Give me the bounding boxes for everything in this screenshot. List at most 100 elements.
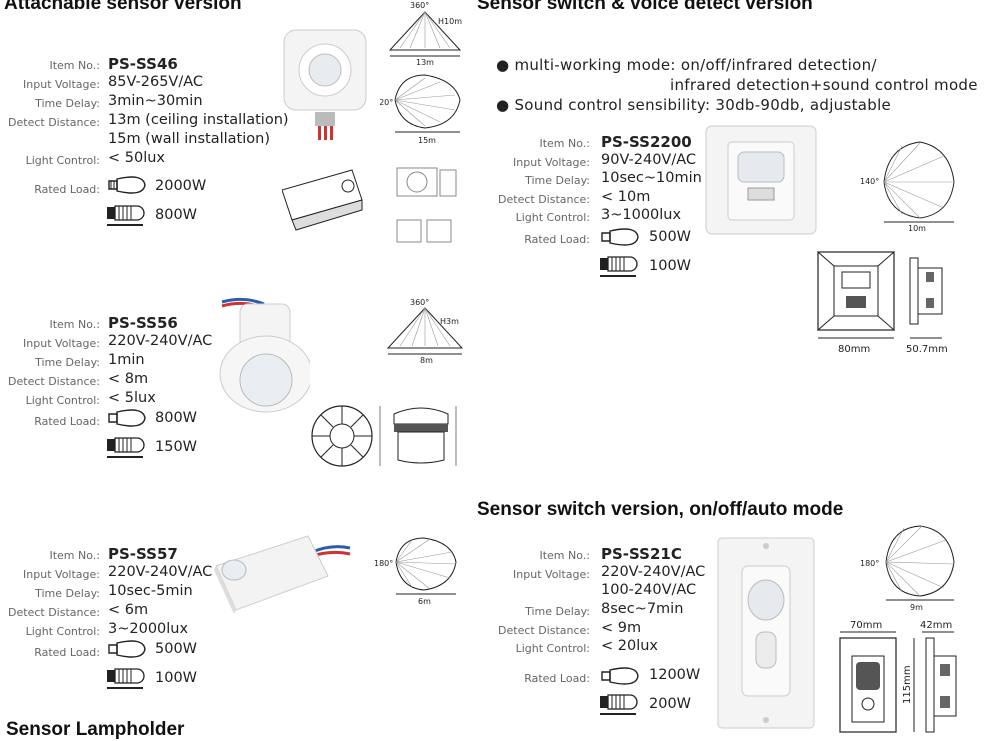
item-number: PS-SS57	[108, 545, 178, 563]
rated-load-cfl: 150W	[155, 439, 198, 455]
label-light: Light Control:	[515, 211, 590, 224]
label-item: Item No.:	[49, 318, 100, 331]
diagram-width: 6m	[418, 597, 431, 606]
rated-load-incandescent: 800W	[155, 410, 198, 426]
time-delay: 1min	[108, 352, 145, 368]
rated-load-cfl: 200W	[649, 696, 692, 712]
rated-load-incandescent: 500W	[155, 641, 198, 657]
light-control: 3~1000lux	[601, 207, 682, 223]
label-voltage: Input Voltage:	[23, 568, 100, 581]
detect-distance: < 6m	[108, 602, 149, 618]
rated-load-incandescent: 500W	[649, 229, 692, 245]
label-distance: Detect Distance:	[8, 116, 100, 129]
rated-load-cfl: 100W	[649, 258, 692, 274]
item-number: PS-SS21C	[601, 545, 682, 563]
time-delay: 10sec~10min	[601, 170, 702, 186]
section-title-attachable: Attachable sensor version	[4, 0, 242, 14]
label-delay: Time Delay:	[525, 174, 590, 187]
bullet-working-mode: ● multi-working mode: on/off/infrared de…	[496, 56, 877, 74]
input-voltage: 220V-240V/AC	[108, 564, 213, 580]
bulb-icon	[108, 409, 146, 427]
label-delay: Time Delay:	[35, 356, 100, 369]
diagram-height: H3m	[440, 317, 459, 326]
cfl-bulb-icon	[600, 694, 638, 715]
label-light: Light Control:	[515, 642, 590, 655]
rated-load-cfl: 800W	[155, 207, 198, 223]
light-control: < 5lux	[108, 390, 156, 406]
label-distance: Detect Distance:	[498, 193, 590, 206]
diagram-width-top: 13m	[416, 58, 434, 67]
coverage-diagram-ss46: 360° H10m 13m 120° 15m	[380, 1, 462, 145]
diagram-angle-top: 360°	[410, 1, 429, 10]
dimension-width: 80mm	[838, 344, 870, 355]
dimension-drawing-ss2200: 80mm 50.7mm	[817, 250, 948, 355]
label-item: Item No.:	[49, 59, 100, 72]
diagram-angle: 140°	[860, 177, 879, 186]
product-image-ss21c	[717, 537, 815, 729]
label-load: Rated Load:	[524, 672, 590, 685]
rated-load-incandescent: 2000W	[155, 178, 207, 194]
label-voltage: Input Voltage:	[513, 156, 590, 169]
diagram-width: 8m	[420, 356, 433, 365]
diagram-width-side: 15m	[418, 136, 436, 145]
dimension-height: 115mm	[902, 665, 913, 704]
time-delay: 8sec~7min	[601, 601, 684, 617]
detect-distance-wall: 15m (wall installation)	[108, 131, 270, 147]
bullet-sound-sensibility: ● Sound control sensibility: 30db-90db, …	[496, 96, 892, 114]
label-delay: Time Delay:	[525, 605, 590, 618]
technical-drawing-ss56	[311, 405, 457, 467]
rated-load-incandescent: 1200W	[649, 667, 701, 683]
input-voltage: 90V-240V/AC	[601, 152, 697, 168]
dimension-drawing-ss21c: 70mm 115mm 42mm	[839, 620, 957, 733]
bullet-working-mode-cont: infrared detection+sound control mode	[670, 76, 978, 94]
coverage-diagram-ss2200: 140° 10m	[860, 141, 955, 233]
label-distance: Detect Distance:	[8, 606, 100, 619]
cfl-bulb-icon	[107, 205, 145, 226]
item-number: PS-SS56	[108, 314, 178, 332]
section-title-lampholder: Sensor Lampholder	[6, 719, 185, 740]
label-voltage: Input Voltage:	[23, 337, 100, 350]
product-image-ss56	[219, 297, 310, 413]
coverage-diagram-ss21c: 180° 9m	[860, 525, 955, 612]
label-item: Item No.:	[539, 549, 590, 562]
cfl-bulb-icon	[107, 437, 145, 458]
diagram-angle-side: 120°	[380, 98, 393, 107]
light-control: < 50lux	[108, 150, 166, 166]
cfl-bulb-icon	[107, 668, 145, 689]
diagram-width: 9m	[910, 603, 923, 612]
bulb-icon	[108, 640, 146, 658]
label-delay: Time Delay:	[35, 97, 100, 110]
detect-distance: < 8m	[108, 371, 149, 387]
coverage-diagram-ss57: 180° 6m	[374, 537, 457, 606]
dimension-depth: 42mm	[920, 620, 952, 631]
light-control: < 20lux	[601, 638, 659, 654]
section-title-voice: Sensor switch & voice detect version	[477, 0, 813, 14]
bulb-icon	[601, 667, 639, 685]
rated-load-cfl: 100W	[155, 670, 198, 686]
detect-distance: < 10m	[601, 189, 651, 205]
label-load: Rated Load:	[34, 183, 100, 196]
label-delay: Time Delay:	[35, 587, 100, 600]
diagram-angle: 180°	[374, 559, 393, 568]
item-number: PS-SS2200	[601, 133, 692, 151]
dimension-depth: 50.7mm	[906, 344, 948, 355]
product-image-ss2200	[705, 125, 817, 235]
detect-distance-ceiling: 13m (ceiling installation)	[108, 112, 289, 128]
input-voltage: 220V-240V/AC	[108, 333, 213, 349]
bulb-icon	[601, 228, 639, 246]
product-image-ss46	[283, 29, 367, 140]
detect-distance: < 9m	[601, 620, 642, 636]
label-distance: Detect Distance:	[498, 624, 590, 637]
input-voltage: 85V-265V/AC	[108, 74, 204, 90]
label-load: Rated Load:	[524, 233, 590, 246]
cfl-bulb-icon	[600, 256, 638, 277]
label-load: Rated Load:	[34, 415, 100, 428]
label-item: Item No.:	[49, 549, 100, 562]
input-voltage-2: 100-240V/AC	[601, 582, 697, 598]
bullet-working-mode-text: multi-working mode: on/off/infrared dete…	[514, 56, 877, 74]
installation-drawing-ss46	[282, 167, 457, 243]
diagram-height-top: H10m	[438, 17, 462, 26]
diagram-angle: 180°	[860, 559, 879, 568]
section-title-auto: Sensor switch version, on/off/auto mode	[477, 499, 844, 520]
dimension-width: 70mm	[850, 620, 882, 631]
